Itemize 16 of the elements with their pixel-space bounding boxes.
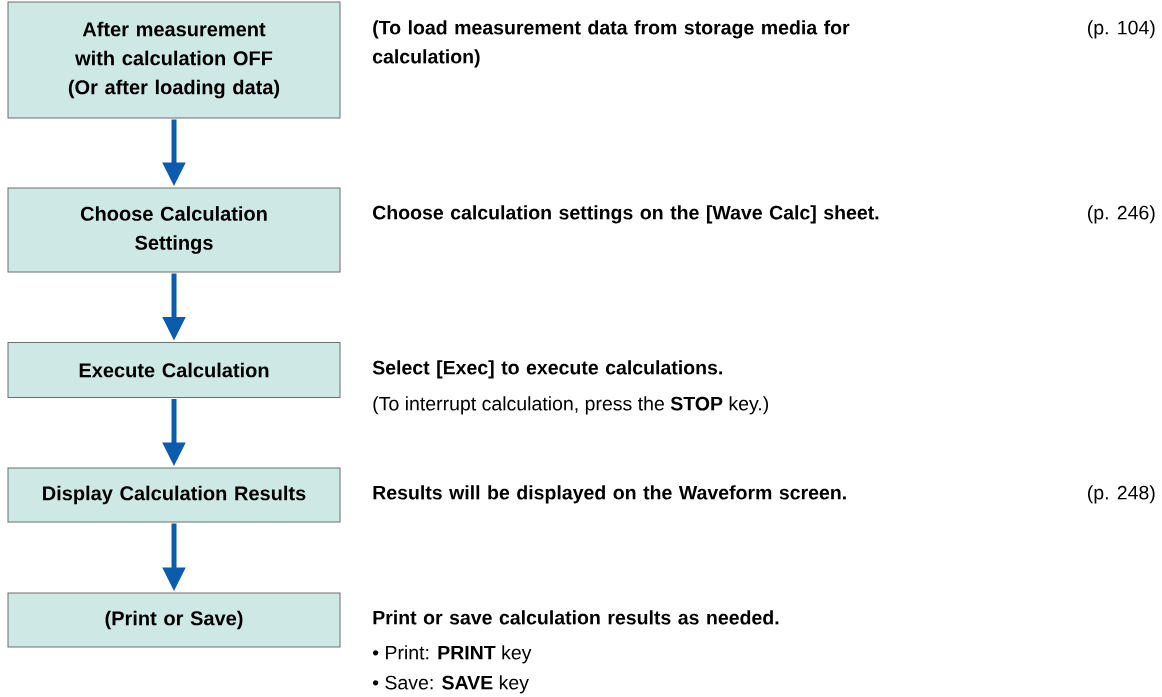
note-text: • Print: PRINT key — [372, 645, 532, 664]
page-reference: (p. 248) — [1088, 485, 1155, 504]
page-reference: (p. 104) — [1088, 20, 1155, 39]
process-box: Choose Calculation Settings — [7, 187, 341, 273]
page-reference: (p. 246) — [1088, 205, 1155, 224]
note-text: • Save: SAVE key — [372, 675, 529, 694]
process-box: Execute Calculation — [7, 342, 341, 398]
note-text: (To interrupt calculation, press the STOP key.) — [373, 396, 769, 415]
description-text: Print or save calculation results as needed. — [373, 610, 779, 625]
description-text: Choose calculation settings on the [Wave Calc] sheet. — [373, 205, 879, 224]
description-text: (To load measurement data from storage media for calculation) — [372, 20, 850, 68]
process-box: After measurement with calculation OFF (Or after loading data) — [7, 1, 341, 119]
description-text: Results will be displayed on the Waveform screen. — [373, 485, 846, 504]
description-text: Select [Exec] to execute calculations. — [372, 360, 722, 379]
process-box: Display Calculation Results — [7, 467, 341, 523]
process-box: (Print or Save) — [7, 592, 341, 648]
